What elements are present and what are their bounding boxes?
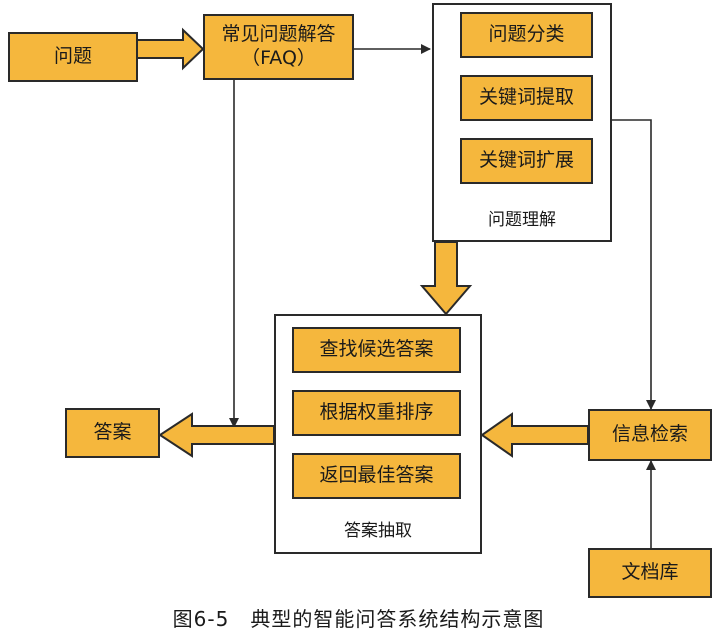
keyword-expand-label: 关键词扩展 xyxy=(478,149,574,172)
answer-box: 答案 xyxy=(65,408,160,458)
question-label: 问题 xyxy=(53,45,92,68)
find-candidates-box: 查找候选答案 xyxy=(292,327,461,373)
best-answer-label: 返回最佳答案 xyxy=(319,464,434,487)
faq-abbreviation: （FAQ） xyxy=(241,47,316,69)
best-answer-box: 返回最佳答案 xyxy=(292,453,461,499)
retrieval-label: 信息检索 xyxy=(611,423,688,446)
faq-label: 常见问题解答 xyxy=(221,23,336,46)
block-arrow-retrieval-to-extraction xyxy=(480,412,589,458)
arrow-understanding-to-retrieval xyxy=(612,119,656,410)
figure-caption: 图6-5 典型的智能问答系统结构示意图 xyxy=(172,607,545,631)
classify-label: 问题分类 xyxy=(488,23,565,46)
classify-box: 问题分类 xyxy=(460,12,593,58)
retrieval-box: 信息检索 xyxy=(588,409,712,461)
block-arrow-extraction-to-answer xyxy=(158,412,275,458)
answer-label: 答案 xyxy=(93,421,132,444)
find-candidates-label: 查找候选答案 xyxy=(319,338,434,361)
doc-store-box: 文档库 xyxy=(588,548,712,598)
rerank-box: 根据权重排序 xyxy=(292,390,461,436)
faq-box: 常见问题解答 （FAQ） xyxy=(203,14,354,80)
question-box: 问题 xyxy=(8,32,138,82)
keyword-expand-box: 关键词扩展 xyxy=(460,138,593,184)
extraction-panel-label: 答案抽取 xyxy=(344,521,412,541)
keyword-extract-box: 关键词提取 xyxy=(460,75,593,121)
block-arrow-understanding-to-extraction xyxy=(419,241,473,316)
keyword-extract-label: 关键词提取 xyxy=(478,86,574,109)
rerank-label: 根据权重排序 xyxy=(319,401,434,424)
block-arrow-question-to-faq xyxy=(136,27,205,71)
understanding-panel-label: 问题理解 xyxy=(488,210,556,230)
doc-store-label: 文档库 xyxy=(621,561,679,584)
